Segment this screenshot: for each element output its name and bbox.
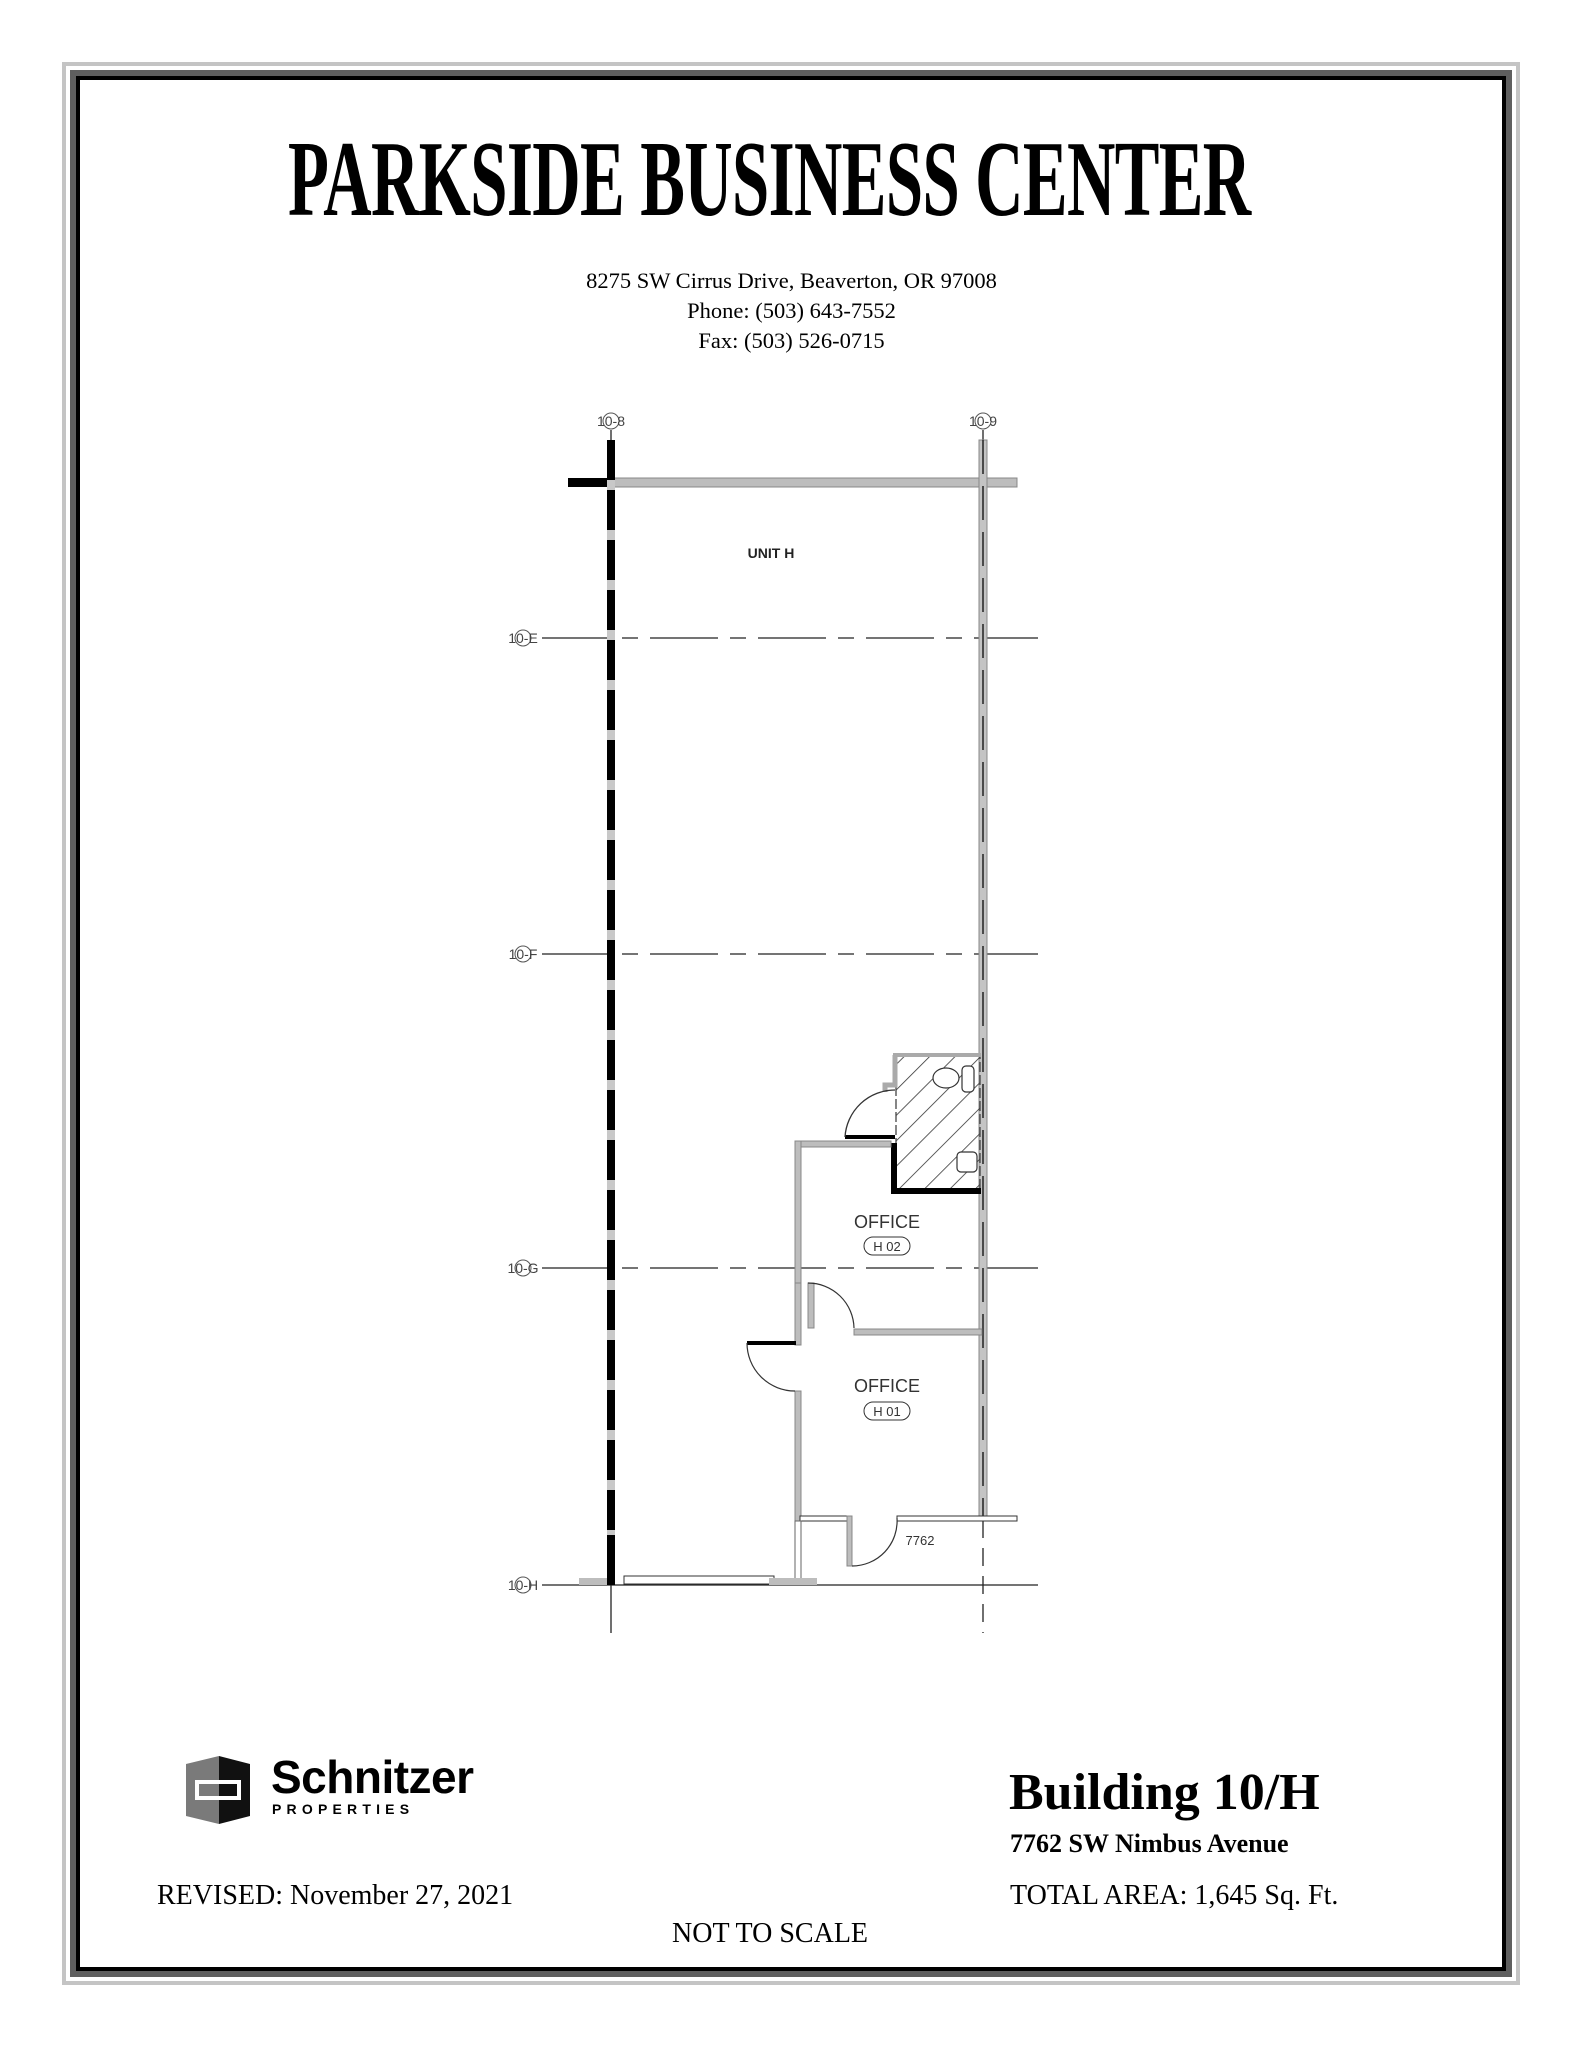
page-frame-inner (76, 76, 1506, 1971)
floor-plan: 10-8 10-9 10-E 10-F 10-G 10-H (507, 412, 1038, 1633)
page-frame-mid (70, 70, 1512, 1977)
contact-block: 8275 SW Cirrus Drive, Beaverton, OR 9700… (0, 266, 1583, 356)
building-address: 7762 SW Nimbus Avenue (1010, 1829, 1289, 1858)
schnitzer-logo-icon (186, 1756, 250, 1824)
grid-lines (542, 430, 1038, 1633)
walls (568, 439, 1018, 1585)
grid-label-10-9: 10-9 (969, 413, 997, 429)
building-title: Building 10/H (1009, 1764, 1320, 1821)
page-title: PARKSIDE BUSINESS CENTER (288, 120, 1251, 239)
total-area: TOTAL AREA: 1,645 Sq. Ft. (1010, 1880, 1339, 1911)
revised-date: REVISED: November 27, 2021 (157, 1880, 514, 1911)
logo-subtitle: PROPERTIES (272, 1801, 415, 1817)
office-h02-tag: H 02 (873, 1239, 900, 1254)
grid-label-10-G: 10-G (507, 1260, 538, 1276)
grid-label-10-8: 10-8 (597, 413, 625, 429)
office-h01-label: OFFICE (854, 1376, 920, 1396)
phone-line: Phone: (503) 643-7552 (687, 298, 896, 323)
unit-label: UNIT H (748, 545, 795, 561)
page-frame (62, 62, 1520, 1985)
grid-label-10-H: 10-H (508, 1577, 538, 1593)
grid-label-10-F: 10-F (509, 946, 538, 962)
logo-wordmark: Schnitzer (271, 1751, 474, 1803)
office-h01-tag: H 01 (873, 1404, 900, 1419)
office-h02-label: OFFICE (854, 1212, 920, 1232)
address-line: 8275 SW Cirrus Drive, Beaverton, OR 9700… (586, 268, 997, 293)
fax-line: Fax: (503) 526-0715 (698, 328, 885, 353)
grid-bubbles (514, 412, 992, 1594)
entry-number: 7762 (906, 1533, 935, 1548)
not-to-scale-note: NOT TO SCALE (672, 1918, 869, 1949)
grid-label-10-E: 10-E (508, 630, 538, 646)
